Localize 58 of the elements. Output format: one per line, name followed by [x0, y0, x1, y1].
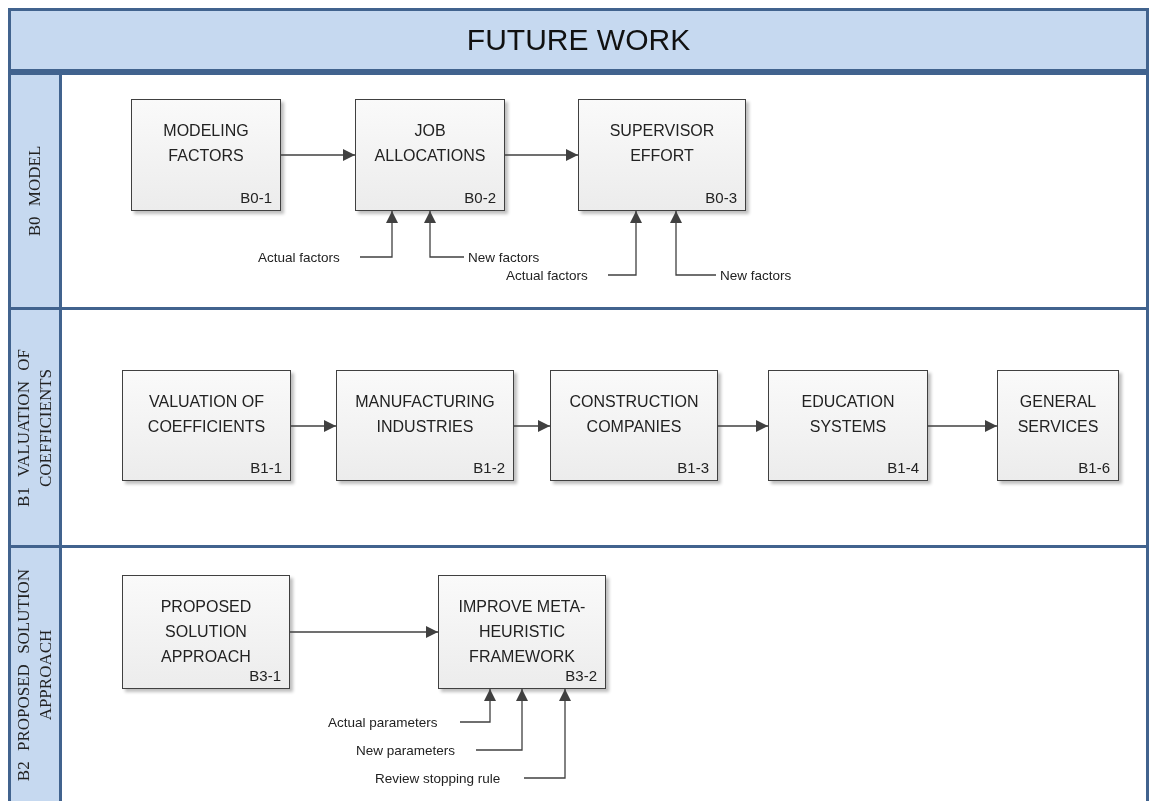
arrow [670, 210, 717, 276]
process-title: JOB ALLOCATIONS [373, 121, 487, 166]
process-id: B1-6 [1078, 459, 1110, 476]
arrow [359, 210, 398, 258]
arrow [513, 420, 551, 432]
swimlane [8, 72, 1149, 310]
swimlane [8, 307, 1149, 548]
process-box [438, 575, 606, 689]
input-label: Actual factors [506, 266, 604, 284]
process-title: MANUFACTURING INDUSTRIES [354, 392, 496, 437]
process-title: VALUATION OF COEFFICIENTS [146, 392, 267, 437]
process-title: MODELING FACTORS [162, 121, 250, 166]
arrow [459, 688, 496, 723]
input-label: Actual parameters [328, 713, 456, 731]
arrow [717, 420, 769, 432]
process-id: B0-2 [464, 189, 496, 206]
lane-title: B1 VALUATION OF COEFFICIENTS [13, 347, 56, 509]
process-box [550, 370, 718, 481]
process-title: PROPOSED SOLUTION APPROACH [159, 597, 253, 667]
process-box [578, 99, 746, 211]
process-title: CONSTRUCTION COMPANIES [568, 392, 700, 437]
process-id: B1-3 [677, 459, 709, 476]
process-id: B3-2 [565, 667, 597, 684]
input-label: New factors [468, 248, 554, 266]
arrow [504, 149, 579, 161]
process-box [768, 370, 928, 481]
process-box [122, 370, 291, 481]
arrow [475, 688, 528, 751]
process-title: EDUCATION SYSTEMS [800, 392, 896, 437]
process-box [355, 99, 505, 211]
arrow [424, 210, 465, 258]
arrow [280, 149, 356, 161]
input-label: Actual factors [258, 248, 356, 266]
process-id: B3-1 [249, 667, 281, 684]
process-box [336, 370, 514, 481]
lane-title: B2 PROPOSED SOLUTION APPROACH [13, 567, 56, 784]
process-title: IMPROVE META-HEURISTIC FRAMEWORK [457, 597, 587, 667]
process-title: SUPERVISOR EFFORT [608, 121, 716, 166]
swimlane [8, 545, 1149, 801]
lane-title: B0 MODEL [24, 144, 45, 239]
arrow [927, 420, 998, 432]
input-label: New parameters [356, 741, 472, 759]
process-id: B0-3 [705, 189, 737, 206]
process-box [997, 370, 1119, 481]
input-label: Review stopping rule [375, 769, 520, 787]
process-id: B0-1 [240, 189, 272, 206]
arrow [290, 420, 337, 432]
arrow [607, 210, 642, 276]
input-label: New factors [720, 266, 806, 284]
process-box [131, 99, 281, 211]
process-id: B1-4 [887, 459, 919, 476]
process-box [122, 575, 290, 689]
process-title: GENERAL SERVICES [1016, 392, 1100, 437]
process-id: B1-2 [473, 459, 505, 476]
arrow [523, 688, 571, 779]
process-id: B1-1 [250, 459, 282, 476]
diagram-title: FUTURE WORK [466, 23, 691, 57]
arrow [289, 626, 439, 638]
